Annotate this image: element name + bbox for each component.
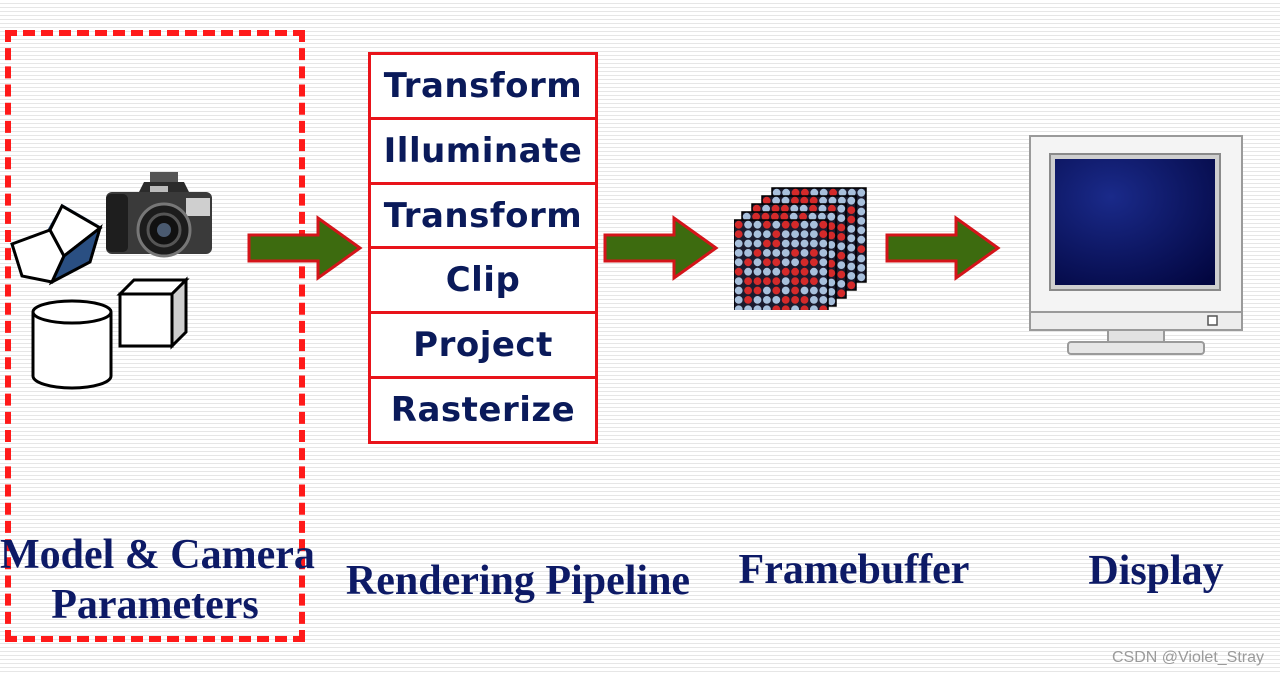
arrow-right-icon bbox=[885, 215, 1001, 281]
rendering-pipeline-caption: Rendering Pipeline bbox=[345, 558, 691, 604]
framebuffer-grid-icon bbox=[734, 187, 867, 310]
arrow-right-icon bbox=[603, 215, 719, 281]
pipeline-stage-clip: Clip bbox=[371, 246, 595, 311]
watermark: CSDN @Violet_Stray bbox=[1112, 649, 1264, 666]
pentagon-prism-icon bbox=[10, 203, 103, 286]
cylinder-icon bbox=[31, 299, 113, 390]
model-camera-caption-line2: Parameters bbox=[51, 582, 259, 628]
framebuffer-layer bbox=[734, 219, 829, 310]
model-camera-caption-line1: Model & Camera bbox=[0, 532, 315, 578]
arrow-right-icon bbox=[247, 215, 363, 281]
model-camera-caption: Model & Camera Parameters bbox=[0, 530, 315, 630]
pipeline-stage-transform: Transform bbox=[383, 65, 583, 106]
framebuffer-caption: Framebuffer bbox=[738, 547, 970, 593]
pipeline-stage-project: Project bbox=[371, 311, 595, 376]
pipeline-stage-rasterize: Rasterize bbox=[371, 376, 595, 441]
camera-icon bbox=[106, 172, 212, 258]
model-camera-group bbox=[5, 30, 305, 642]
rendering-pipeline-stack: Transform Illuminate Transform Clip Proj… bbox=[368, 52, 598, 444]
pipeline-stage-illuminate: Illuminate bbox=[371, 116, 595, 182]
display-caption: Display bbox=[1088, 548, 1224, 594]
pipeline-stage-transform-2: Transform bbox=[371, 181, 595, 247]
cube-icon bbox=[116, 276, 190, 350]
crt-monitor-icon bbox=[1029, 135, 1243, 355]
